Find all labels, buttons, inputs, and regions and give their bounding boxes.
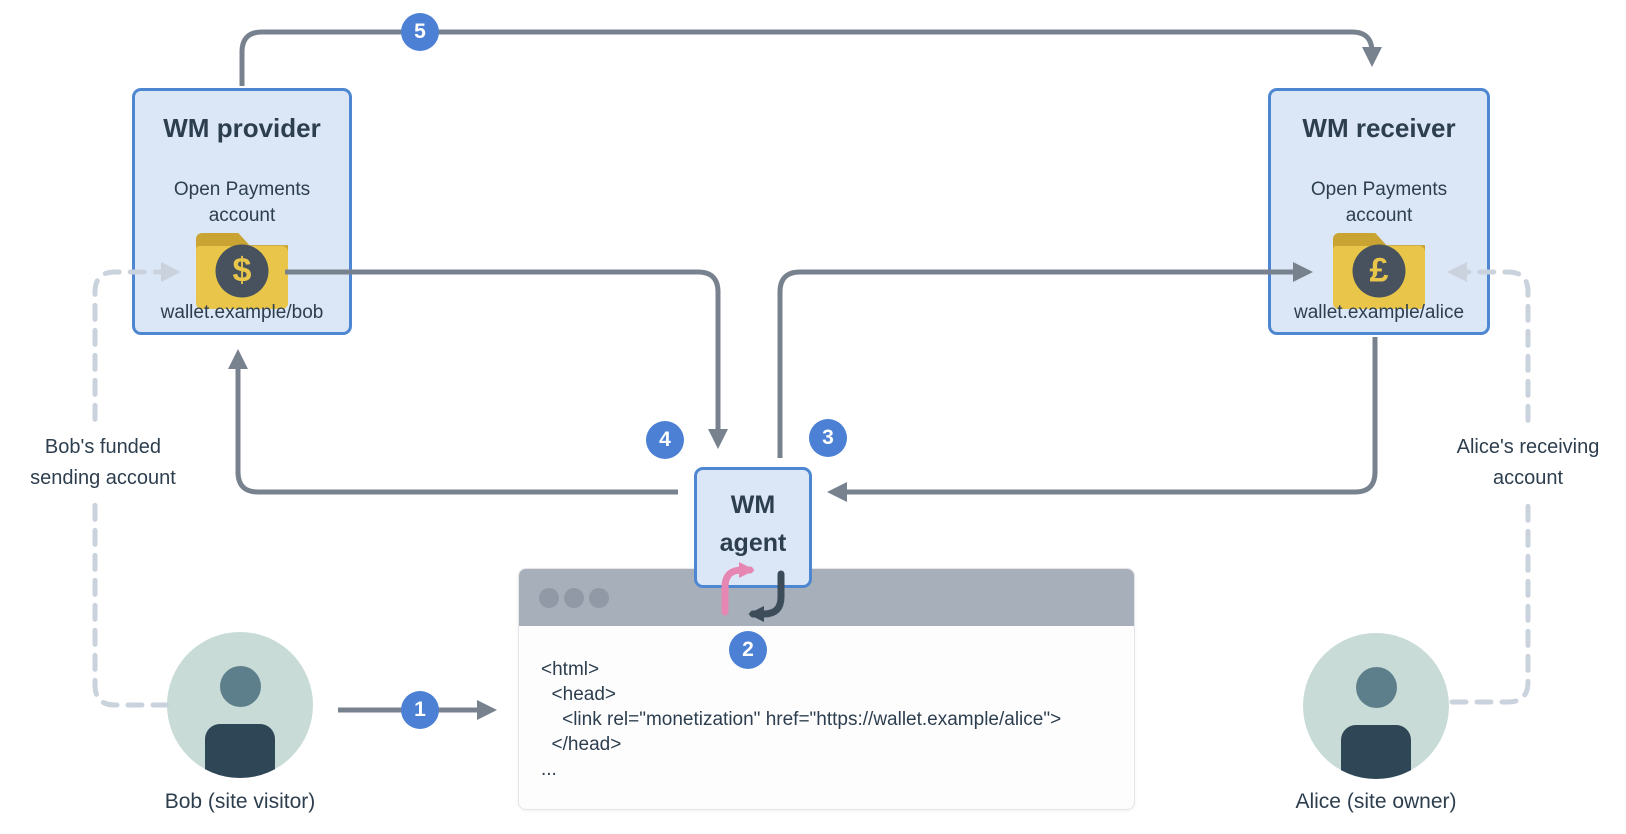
provider-wallet-address: wallet.example/bob — [160, 302, 324, 323]
alice-label: Alice (site owner) — [1295, 790, 1457, 813]
bob-avatar — [167, 632, 313, 778]
receiver-title: WM receiver — [1302, 113, 1456, 143]
avatar-head — [1356, 667, 1397, 708]
step-badge-1: 1 — [401, 691, 439, 729]
provider-title: WM provider — [163, 113, 321, 143]
dollar-coin-icon: $ — [215, 244, 269, 298]
arrow-agent-to-provider — [228, 349, 678, 495]
wm-agent-box: WM agent — [694, 467, 812, 588]
browser-titlebar — [519, 569, 1134, 626]
arrow-agent-to-receiver — [777, 262, 1313, 458]
step-badge-2: 2 — [729, 631, 767, 669]
bob-label: Bob (site visitor) — [164, 790, 316, 813]
folder-pound-icon: £ — [1333, 233, 1425, 309]
pound-coin-icon: £ — [1352, 244, 1406, 298]
wm-receiver-box: WM receiver Open Payments account £ wall… — [1268, 88, 1490, 335]
arrow-receiver-to-agent — [827, 337, 1378, 502]
wm-provider-box: WM provider Open Payments account $ wall… — [132, 88, 352, 335]
step-badge-4: 4 — [646, 421, 684, 459]
step-badge-5: 5 — [401, 13, 439, 51]
step-badge-3: 3 — [809, 419, 847, 457]
alice-avatar — [1303, 633, 1449, 779]
agent-title: WM agent — [719, 491, 787, 557]
window-dot-icon — [539, 588, 559, 608]
receiver-wallet-address: wallet.example/alice — [1293, 302, 1465, 323]
bob-annotation: Bob's funded sending account — [10, 428, 196, 498]
avatar-torso — [205, 724, 275, 778]
window-dot-icon — [589, 588, 609, 608]
alice-annotation: Alice's receiving account — [1440, 428, 1616, 498]
window-dot-icon — [564, 588, 584, 608]
receiver-subtitle: Open Payments account — [1310, 179, 1448, 226]
provider-subtitle: Open Payments account — [173, 179, 311, 226]
avatar-head — [220, 666, 261, 707]
browser-window: <html> <head> <link rel="monetization" h… — [518, 568, 1135, 810]
folder-dollar-icon: $ — [196, 233, 288, 309]
avatar-torso — [1341, 725, 1411, 779]
page-source-code: <html> <head> <link rel="monetization" h… — [541, 659, 1062, 780]
